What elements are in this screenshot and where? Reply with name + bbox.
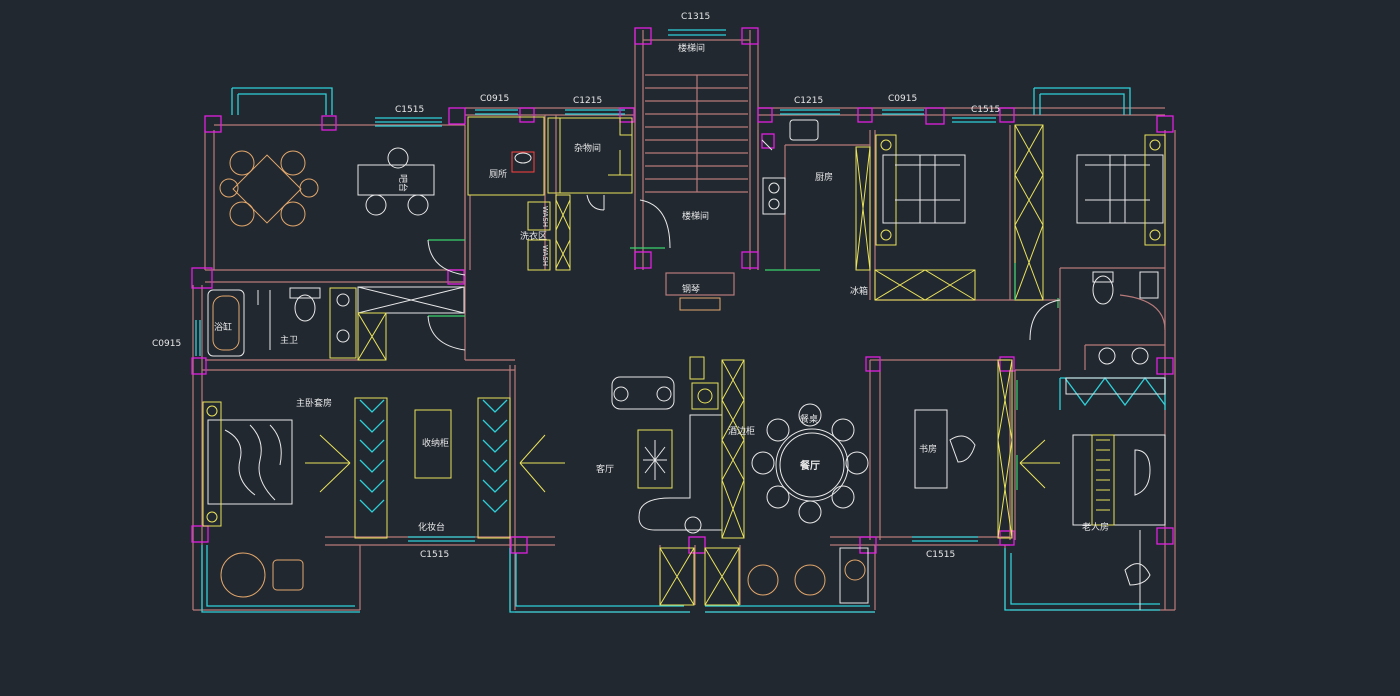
dining-room [747, 403, 869, 604]
living-room [611, 356, 745, 606]
label-dressing: 化妆台 [418, 521, 445, 533]
washer-label: WASH [541, 245, 549, 266]
window-labels: C1315 C1515 C0915 C1215 C1215 C0915 C151… [152, 12, 1000, 560]
label-wine-cabinet: 酒边柜 [728, 425, 755, 437]
label-toilet: 厕所 [489, 169, 507, 180]
label-bar: 吧台 [397, 174, 409, 192]
window-label: C0915 [888, 94, 917, 104]
walls [192, 30, 1176, 613]
label-elder-room: 老人房 [1082, 521, 1109, 533]
study-elder [914, 359, 1166, 610]
window-label: C1515 [971, 105, 1000, 115]
window-label: C1515 [926, 550, 955, 560]
room-labels: 楼梯间 杂物间 厕所 洗衣区 楼梯间 厨房 冰箱 吧台 钢琴 浴缸 主卫 主卧套… [214, 42, 1109, 533]
window-label: C1215 [794, 96, 823, 106]
kitchen-furniture [761, 119, 871, 271]
label-living: 客厅 [596, 463, 614, 475]
master-bath [207, 286, 465, 361]
lounge-furniture [219, 147, 435, 227]
windows [195, 29, 1166, 613]
window-label: C1515 [395, 105, 424, 115]
window-label: C1215 [573, 96, 602, 106]
label-dining: 餐厅 [799, 459, 820, 472]
columns [191, 27, 1174, 554]
label-master-bath: 主卫 [280, 334, 298, 346]
window-label: C1315 [681, 12, 710, 22]
stairs [645, 74, 748, 311]
label-bathtub: 浴缸 [214, 321, 232, 333]
label-piano: 钢琴 [682, 283, 700, 295]
doors [427, 199, 1061, 490]
label-dining-table: 餐桌 [800, 413, 818, 425]
window-label: C1515 [420, 550, 449, 560]
label-study: 书房 [919, 443, 937, 455]
washer-label: WASH [541, 206, 549, 227]
label-storage: 杂物间 [574, 142, 601, 154]
service-rooms [467, 116, 633, 271]
washer-labels: WASH WASH [541, 206, 549, 266]
label-laundry: 洗衣区 [520, 230, 547, 242]
label-master-suite: 主卧套房 [296, 397, 332, 409]
label-stair-mid: 楼梯间 [682, 210, 709, 222]
label-kitchen: 厨房 [815, 171, 833, 183]
right-bathroom [1064, 271, 1166, 407]
window-label: C0915 [480, 94, 509, 104]
label-stair-top: 楼梯间 [678, 42, 705, 54]
master-suite [202, 397, 565, 598]
bedrooms-top [874, 124, 1166, 301]
label-storage-cabinet: 收纳柜 [422, 437, 449, 449]
label-fridge: 冰箱 [850, 285, 868, 297]
window-label: C0915 [152, 339, 181, 349]
